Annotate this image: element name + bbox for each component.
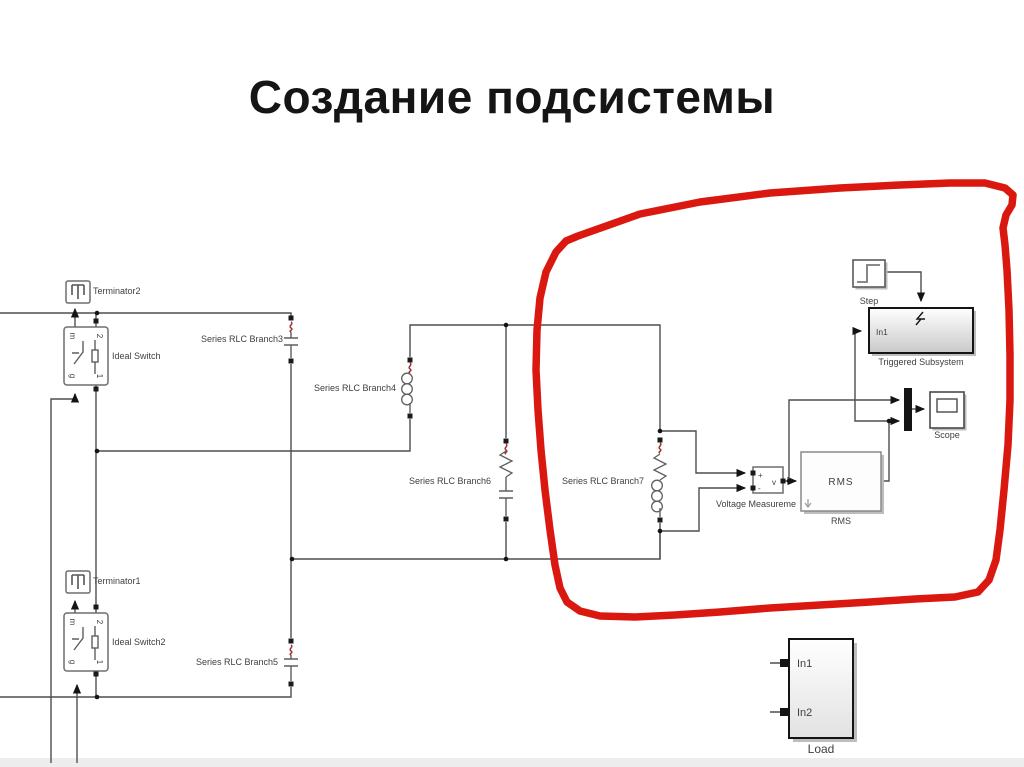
block-series-rlc-branch5[interactable]: Series RLC Branch5 — [196, 638, 299, 687]
block-triggered-subsystem[interactable]: In1 Triggered Subsystem — [868, 307, 976, 367]
block-scope[interactable]: Scope — [929, 391, 967, 440]
block-terminator1[interactable]: Terminator1 — [65, 570, 141, 594]
switch-icon — [72, 626, 99, 660]
block-series-rlc-branch3[interactable]: Series RLC Branch3 — [201, 315, 299, 364]
block-label: Terminator1 — [93, 576, 141, 586]
port-label-m: m — [68, 333, 77, 340]
block-label: Scope — [934, 430, 960, 440]
block-label: Series RLC Branch7 — [562, 476, 644, 486]
load-in1-port-icon — [780, 659, 788, 667]
vm-plus-sign: + — [758, 471, 763, 480]
wire-gate1 — [50, 392, 80, 763]
trigger-icon — [915, 311, 925, 326]
port-label-g: g — [68, 374, 77, 378]
subsystem-in1-port: In1 — [876, 327, 888, 337]
wire-to-branch4 — [96, 419, 411, 452]
block-label: Ideal Switch2 — [112, 637, 166, 647]
load-in2-port-icon — [780, 708, 788, 716]
block-voltage-measurement[interactable]: + - v — [750, 466, 786, 494]
block-label: Triggered Subsystem — [878, 357, 963, 367]
mux-block[interactable] — [904, 388, 912, 431]
block-label: RMS — [831, 516, 851, 526]
rms-icon-text: RMS — [828, 477, 853, 488]
port-label-2: 2 — [95, 334, 104, 339]
block-series-rlc-branch7[interactable]: Series RLC Branch7 — [562, 437, 667, 523]
block-label: Series RLC Branch4 — [314, 383, 396, 393]
wire-vm-plus — [660, 430, 747, 478]
block-rms[interactable]: RMS RMS — [800, 451, 884, 526]
switch-icon — [72, 340, 99, 374]
port-label-1: 1 — [95, 374, 104, 379]
block-label: Series RLC Branch5 — [196, 657, 278, 667]
port-label-m: m — [68, 619, 77, 626]
wire-bottom-bus — [0, 687, 292, 698]
block-label: Ideal Switch — [112, 351, 161, 361]
port-label-g: g — [68, 660, 77, 664]
block-label: Load — [808, 742, 835, 756]
block-label: Terminator2 — [93, 286, 141, 296]
step-waveform-icon — [857, 264, 880, 283]
block-ideal-switch[interactable]: m 2 g 1 Ideal Switch — [63, 318, 161, 392]
block-load[interactable]: In1 In2 Load — [770, 638, 857, 756]
load-in2-port: In2 — [797, 707, 812, 719]
port-label-1: 1 — [95, 660, 104, 665]
vm-out-sign: v — [772, 478, 776, 487]
vm-minus-sign: - — [758, 484, 761, 493]
rms-down-arrow-glyph — [804, 499, 812, 508]
block-step[interactable]: Step — [852, 259, 888, 306]
load-in1-port: In1 — [797, 658, 812, 670]
load-port-stubs — [770, 662, 780, 713]
block-series-rlc-branch6[interactable]: Series RLC Branch6 — [409, 438, 514, 522]
block-ideal-switch2[interactable]: m 2 g 1 Ideal Switch2 — [63, 604, 166, 677]
block-label: Step — [860, 296, 879, 306]
wire-vm-to-mux — [788, 395, 901, 481]
slide-bottom-edge — [0, 758, 1024, 767]
block-terminator2[interactable]: Terminator2 — [65, 280, 141, 304]
block-label: Series RLC Branch3 — [201, 334, 283, 344]
block-label: Series RLC Branch6 — [409, 476, 491, 486]
wire-vm-minus — [660, 483, 747, 532]
scope-screen-icon — [936, 398, 958, 413]
page-title: Создание подсистемы — [248, 71, 776, 123]
voltage-measurement-label: Voltage Measureme — [716, 499, 796, 509]
signal-wires — [0, 271, 926, 763]
wire-mid-bus — [291, 531, 661, 560]
red-annotation-loop — [532, 179, 1017, 621]
port-label-2: 2 — [95, 620, 104, 625]
wire-step-to-trigger — [885, 271, 926, 303]
block-series-rlc-branch4[interactable]: Series RLC Branch4 — [314, 357, 413, 419]
wire-top-bus — [0, 312, 292, 318]
wire-to-subsystem-in1 — [852, 326, 889, 422]
